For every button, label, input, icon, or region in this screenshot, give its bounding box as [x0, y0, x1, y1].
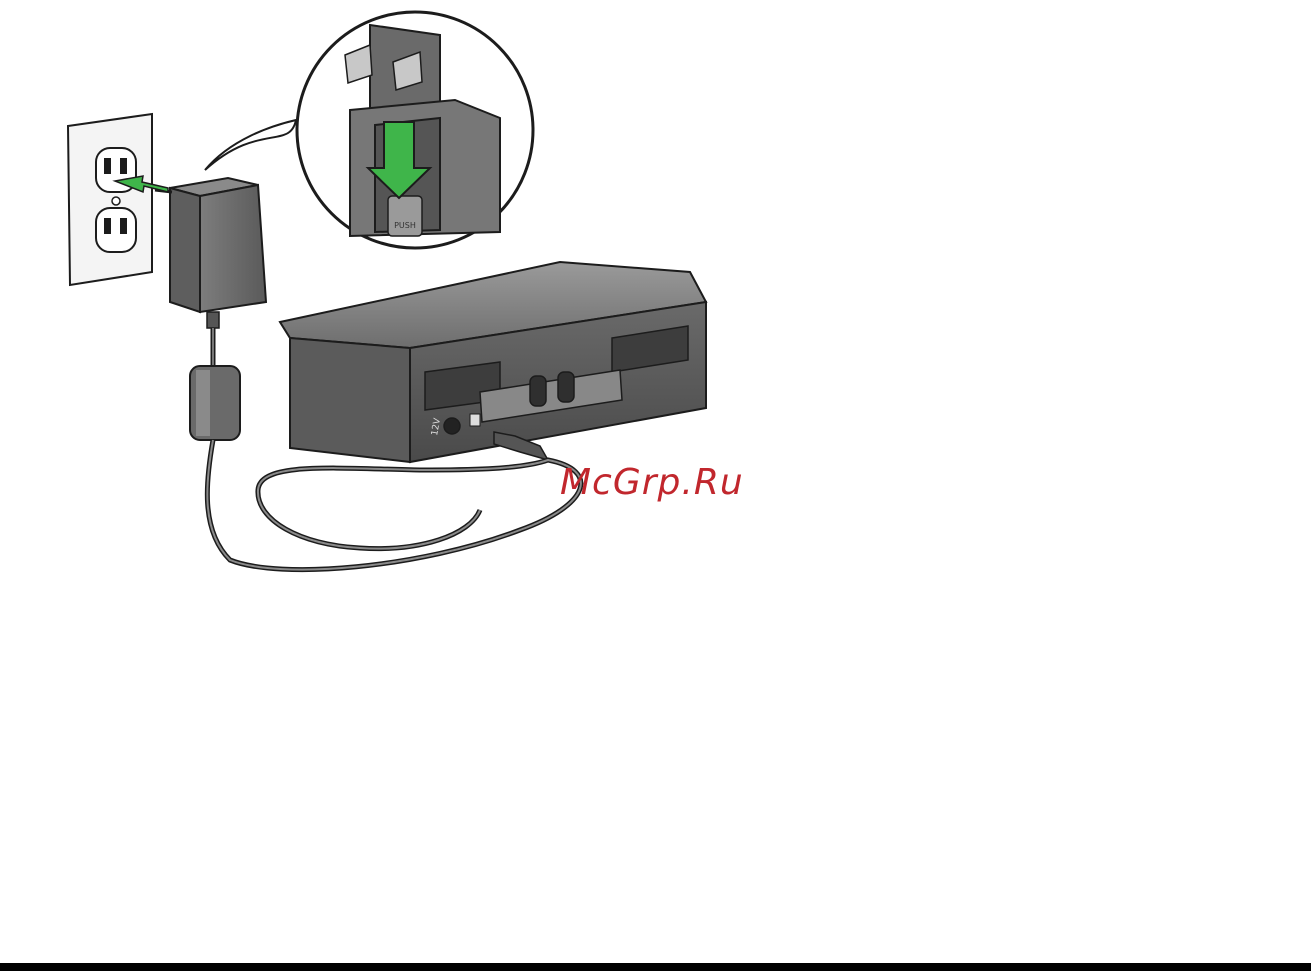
- wall-outlet-icon: [68, 114, 152, 285]
- scanner-icon: 12V: [280, 262, 706, 462]
- watermark: McGrp.Ru: [560, 462, 744, 503]
- bottom-border: [0, 963, 1311, 971]
- power-adapter-icon: [155, 178, 266, 440]
- push-label: PUSH: [394, 221, 416, 230]
